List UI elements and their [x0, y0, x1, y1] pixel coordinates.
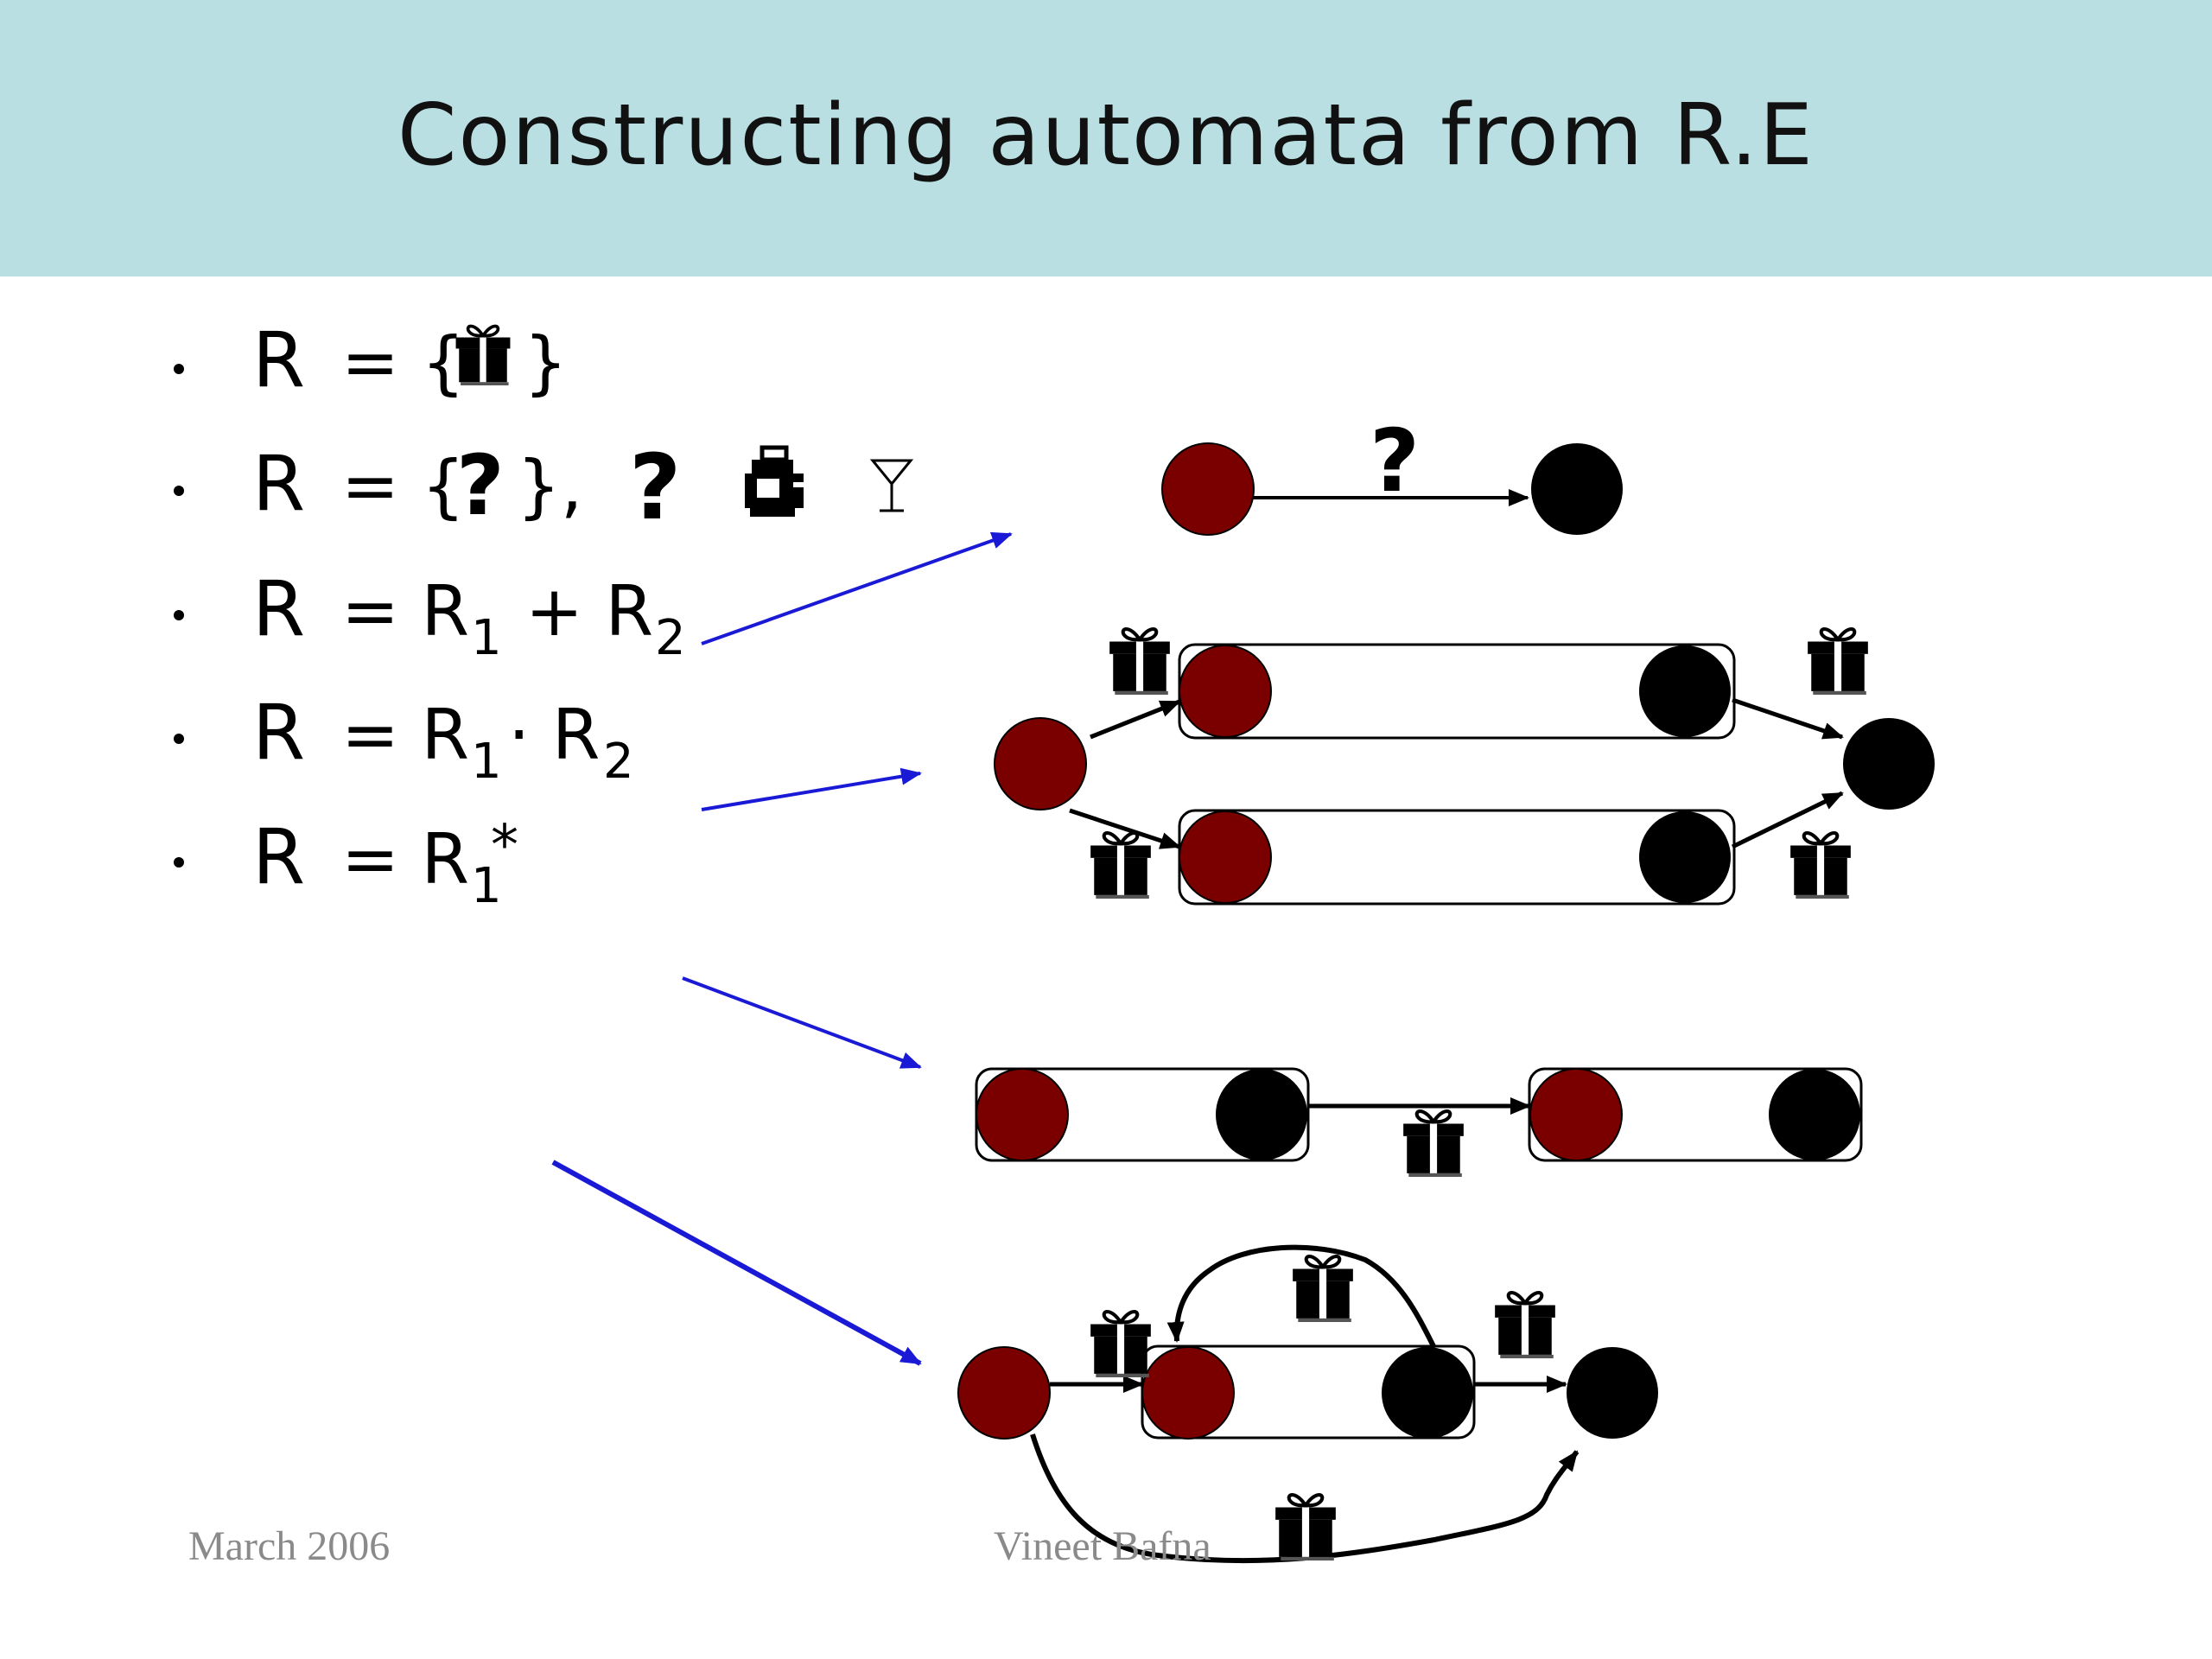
title-bar — [0, 0, 2212, 276]
bullet-lhs: R — [252, 812, 305, 901]
loop-back-edge — [1166, 1244, 1437, 1350]
bullet-dot — [174, 857, 184, 868]
sub-start-state — [1179, 645, 1272, 738]
bullet-rhs: = R — [341, 695, 469, 775]
gift-icon — [1495, 1293, 1555, 1358]
union-automaton — [994, 629, 1935, 906]
sub-final-state — [1639, 811, 1731, 903]
sub-start-state — [1179, 810, 1272, 904]
sub-final-state — [1382, 1347, 1473, 1439]
single-transition-automaton: ? — [1161, 410, 1623, 536]
start-state — [976, 1068, 1069, 1161]
bullet-item-concatenation: R = R 1 · R 2 — [174, 688, 634, 790]
bullet-lhs: R — [252, 315, 305, 404]
bullet-dot — [174, 364, 184, 374]
sub-final-state — [1639, 645, 1731, 737]
subscript: 1 — [471, 734, 502, 790]
bullet-lhs: R — [252, 564, 305, 653]
concatenation-automaton — [975, 1067, 1863, 1177]
gift-icon — [1090, 833, 1151, 899]
gift-icon — [1808, 629, 1868, 695]
intermediate-state — [1529, 1068, 1623, 1161]
gift-icon — [1090, 1312, 1151, 1377]
gift-icon — [1275, 1495, 1336, 1560]
bullet-rhs: = { — [341, 446, 465, 526]
final-state — [1567, 1347, 1658, 1439]
bullet-list: R = { } R = { ? }, ? — [174, 315, 914, 914]
pointer-arrows — [551, 531, 1013, 1366]
subscript: 2 — [655, 610, 686, 666]
subscript: 1 — [471, 610, 502, 666]
gift-icon — [1293, 1256, 1353, 1322]
pointer-arrow-union — [701, 531, 1013, 645]
printer-icon — [745, 445, 805, 517]
skip-edge — [1030, 1433, 1580, 1564]
bullet-item-union: R = R 1 + R 2 — [174, 564, 686, 666]
bullet-item-empty-string: R = { ? }, ? — [174, 435, 914, 540]
bullet-lhs: R — [252, 688, 305, 777]
bullet-rhs: = R — [341, 571, 469, 652]
bullet-item-kleene-star: R = R 1 * — [174, 812, 518, 914]
subscript: 1 — [471, 858, 502, 914]
bullet-close: } — [524, 322, 568, 403]
final-state — [1531, 443, 1623, 535]
question-symbol-extra: ? — [629, 435, 681, 540]
epsilon-edge — [1732, 697, 1844, 740]
intermediate-state — [1216, 1069, 1307, 1160]
bullet-lhs: R — [252, 439, 305, 528]
bullet-item-single-symbol: R = { } — [174, 315, 568, 404]
transition-label: ? — [1370, 410, 1420, 512]
epsilon-edge — [1731, 791, 1844, 849]
kleene-star-automaton — [957, 1244, 1658, 1564]
footer-date: March 2006 — [188, 1523, 391, 1569]
bullet-close: }, — [517, 446, 582, 526]
epsilon-edge — [1090, 699, 1181, 740]
bullet-dot — [174, 610, 184, 620]
start-state — [1161, 442, 1255, 536]
final-state — [1843, 718, 1935, 810]
footer-author: Vineet Bafna — [994, 1523, 1211, 1569]
question-symbol: ? — [456, 437, 505, 534]
bullet-operator: + R — [525, 571, 653, 652]
sub-start-state — [1141, 1346, 1235, 1440]
gift-icon — [1109, 629, 1170, 695]
pointer-arrow-concat — [701, 767, 922, 811]
start-state — [957, 1346, 1051, 1440]
gift-icon — [1403, 1111, 1464, 1177]
superscript-star: * — [491, 814, 518, 878]
gift-icon — [1790, 833, 1851, 899]
martini-glass-icon — [869, 459, 914, 512]
bullet-operator: · R — [508, 695, 600, 775]
pointer-arrow-concat-diagram — [682, 976, 922, 1069]
final-state — [1769, 1069, 1860, 1160]
pointer-arrow-star — [551, 1160, 922, 1366]
slide-title: Constructing automata from R.E — [397, 86, 1815, 185]
bullet-rhs: = { — [341, 322, 465, 403]
subscript: 2 — [603, 734, 634, 790]
start-state — [994, 717, 1087, 810]
bullet-dot — [174, 734, 184, 744]
bullet-rhs: = R — [341, 819, 469, 899]
bullet-dot — [174, 486, 184, 496]
epsilon-edge — [1069, 808, 1181, 849]
